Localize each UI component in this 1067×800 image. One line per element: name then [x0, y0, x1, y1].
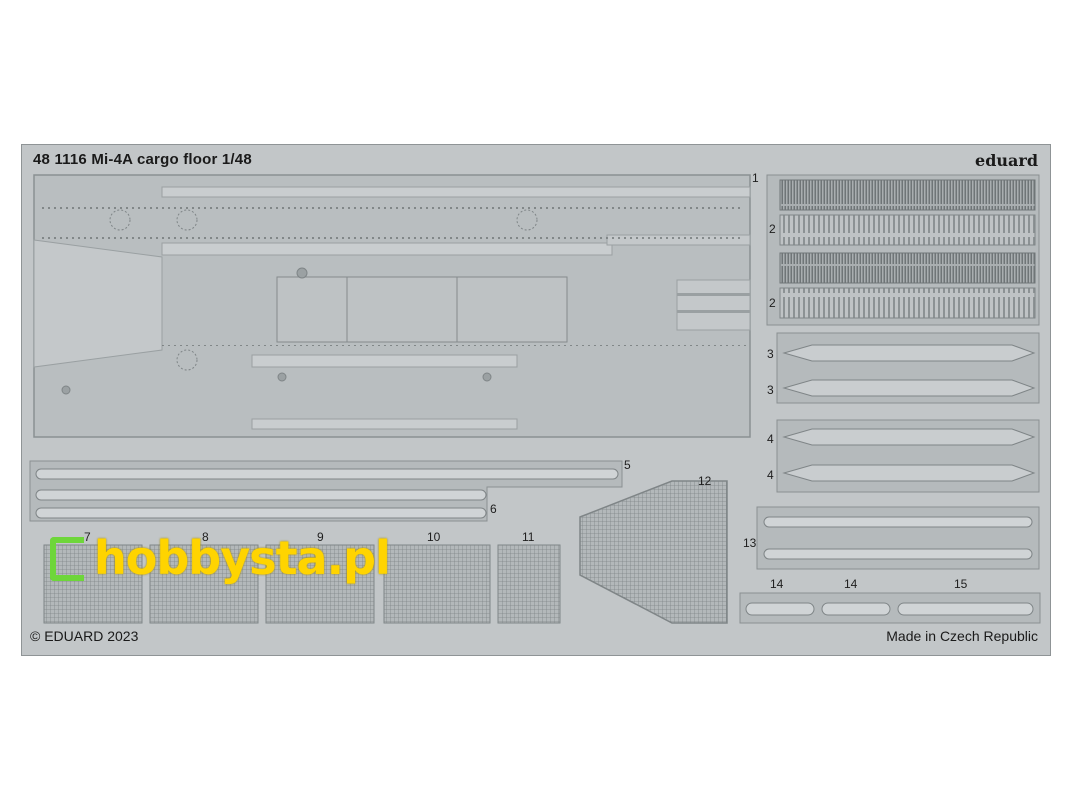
watermark-logo-icon	[50, 537, 84, 581]
brand-logo: eduard	[975, 151, 1038, 170]
part-label-5: 5	[624, 458, 631, 472]
part-label-6: 6	[490, 502, 497, 516]
part-label-10: 10	[427, 530, 441, 544]
part-label-13: 13	[743, 536, 757, 550]
part-label-15: 15	[954, 577, 968, 591]
part-label-14b: 14	[844, 577, 858, 591]
part-1-floor-panel	[33, 174, 751, 438]
parts-3-4-beams	[776, 332, 1040, 493]
made-in-text: Made in Czech Republic	[886, 628, 1038, 644]
photo-etch-sheet: 48 1116 Mi-4A cargo floor 1/48 eduard 1 …	[21, 144, 1051, 656]
part-label-12: 12	[698, 474, 712, 488]
part-label-2a: 2	[769, 222, 776, 236]
part-label-14a: 14	[770, 577, 784, 591]
sheet-title: 48 1116 Mi-4A cargo floor 1/48	[33, 151, 252, 168]
parts-drawing	[29, 174, 1041, 624]
parts-1-2-strips	[766, 174, 1040, 326]
part-label-8: 8	[202, 530, 209, 544]
part-label-11: 11	[522, 530, 535, 544]
part-label-4b: 4	[767, 468, 774, 482]
part-label-1: 1	[752, 171, 759, 185]
part-12-mesh-wedge	[579, 480, 728, 624]
parts-7-11-mesh-panels	[43, 544, 561, 624]
part-label-4a: 4	[767, 432, 774, 446]
copyright-text: © EDUARD 2023	[30, 628, 139, 644]
parts-14-15-strips	[739, 592, 1041, 624]
part-label-9: 9	[317, 530, 324, 544]
part-label-7: 7	[84, 530, 91, 544]
watermark-text: hobbysta.pl	[94, 531, 391, 585]
part-label-3b: 3	[767, 383, 774, 397]
part-13-strips	[756, 506, 1040, 570]
parts-5-6-rails	[29, 460, 623, 522]
part-label-3a: 3	[767, 347, 774, 361]
part-label-2b: 2	[769, 296, 776, 310]
